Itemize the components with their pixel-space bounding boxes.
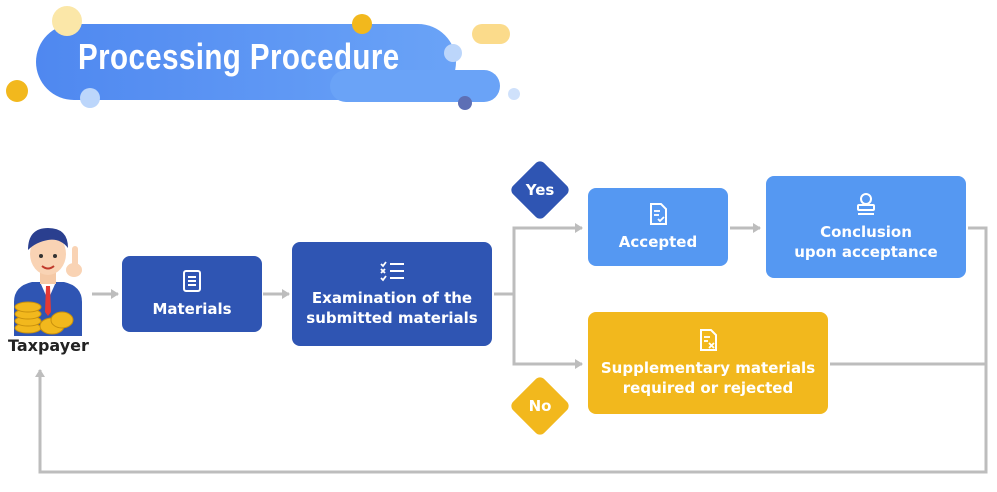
checklist-icon: [380, 261, 404, 282]
decor-dot: [444, 44, 462, 62]
stamp-icon: [857, 193, 875, 215]
conclusion-box: Conclusion upon acceptance: [766, 176, 966, 278]
supplementary-label-line2: required or rejected: [622, 379, 794, 397]
yes-label: Yes: [525, 181, 555, 199]
supplementary-box: Supplementary materials required or reje…: [588, 312, 828, 414]
decor-dot: [6, 80, 28, 102]
materials-label: Materials: [152, 300, 232, 318]
decor-pill: [472, 24, 510, 44]
arrow-to-accepted: [494, 223, 583, 296]
no-label: No: [528, 397, 552, 415]
decor-dot: [352, 14, 372, 34]
materials-box: Materials: [122, 256, 262, 332]
page-title: Processing Procedure: [78, 36, 400, 77]
arrow-to-supplementary: [512, 294, 583, 369]
return-from-conclusion: [35, 226, 988, 474]
document-reject-icon: [700, 329, 717, 351]
examination-box: Examination of the submitted materials: [292, 242, 492, 346]
yes-decision: Yes: [508, 158, 572, 222]
supplementary-label-line1: Supplementary materials: [600, 359, 816, 377]
decor-dot: [508, 88, 520, 100]
examination-label-line1: Examination of the: [311, 289, 473, 307]
decor-dot: [458, 96, 472, 110]
decor-dot: [52, 6, 82, 36]
examination-label-line2: submitted materials: [306, 309, 478, 327]
document-check-icon: [650, 203, 667, 225]
taxpayer-avatar: [14, 228, 82, 336]
decor-dot: [80, 88, 100, 108]
document-icon: [183, 270, 201, 292]
accepted-box: Accepted: [588, 188, 728, 266]
taxpayer-label: Taxpayer: [8, 336, 89, 355]
conclusion-label-line1: Conclusion: [820, 223, 912, 241]
accepted-label: Accepted: [618, 233, 698, 251]
conclusion-label-line2: upon acceptance: [794, 243, 938, 261]
no-decision: No: [508, 374, 572, 438]
title-banner-accent: [330, 70, 500, 102]
